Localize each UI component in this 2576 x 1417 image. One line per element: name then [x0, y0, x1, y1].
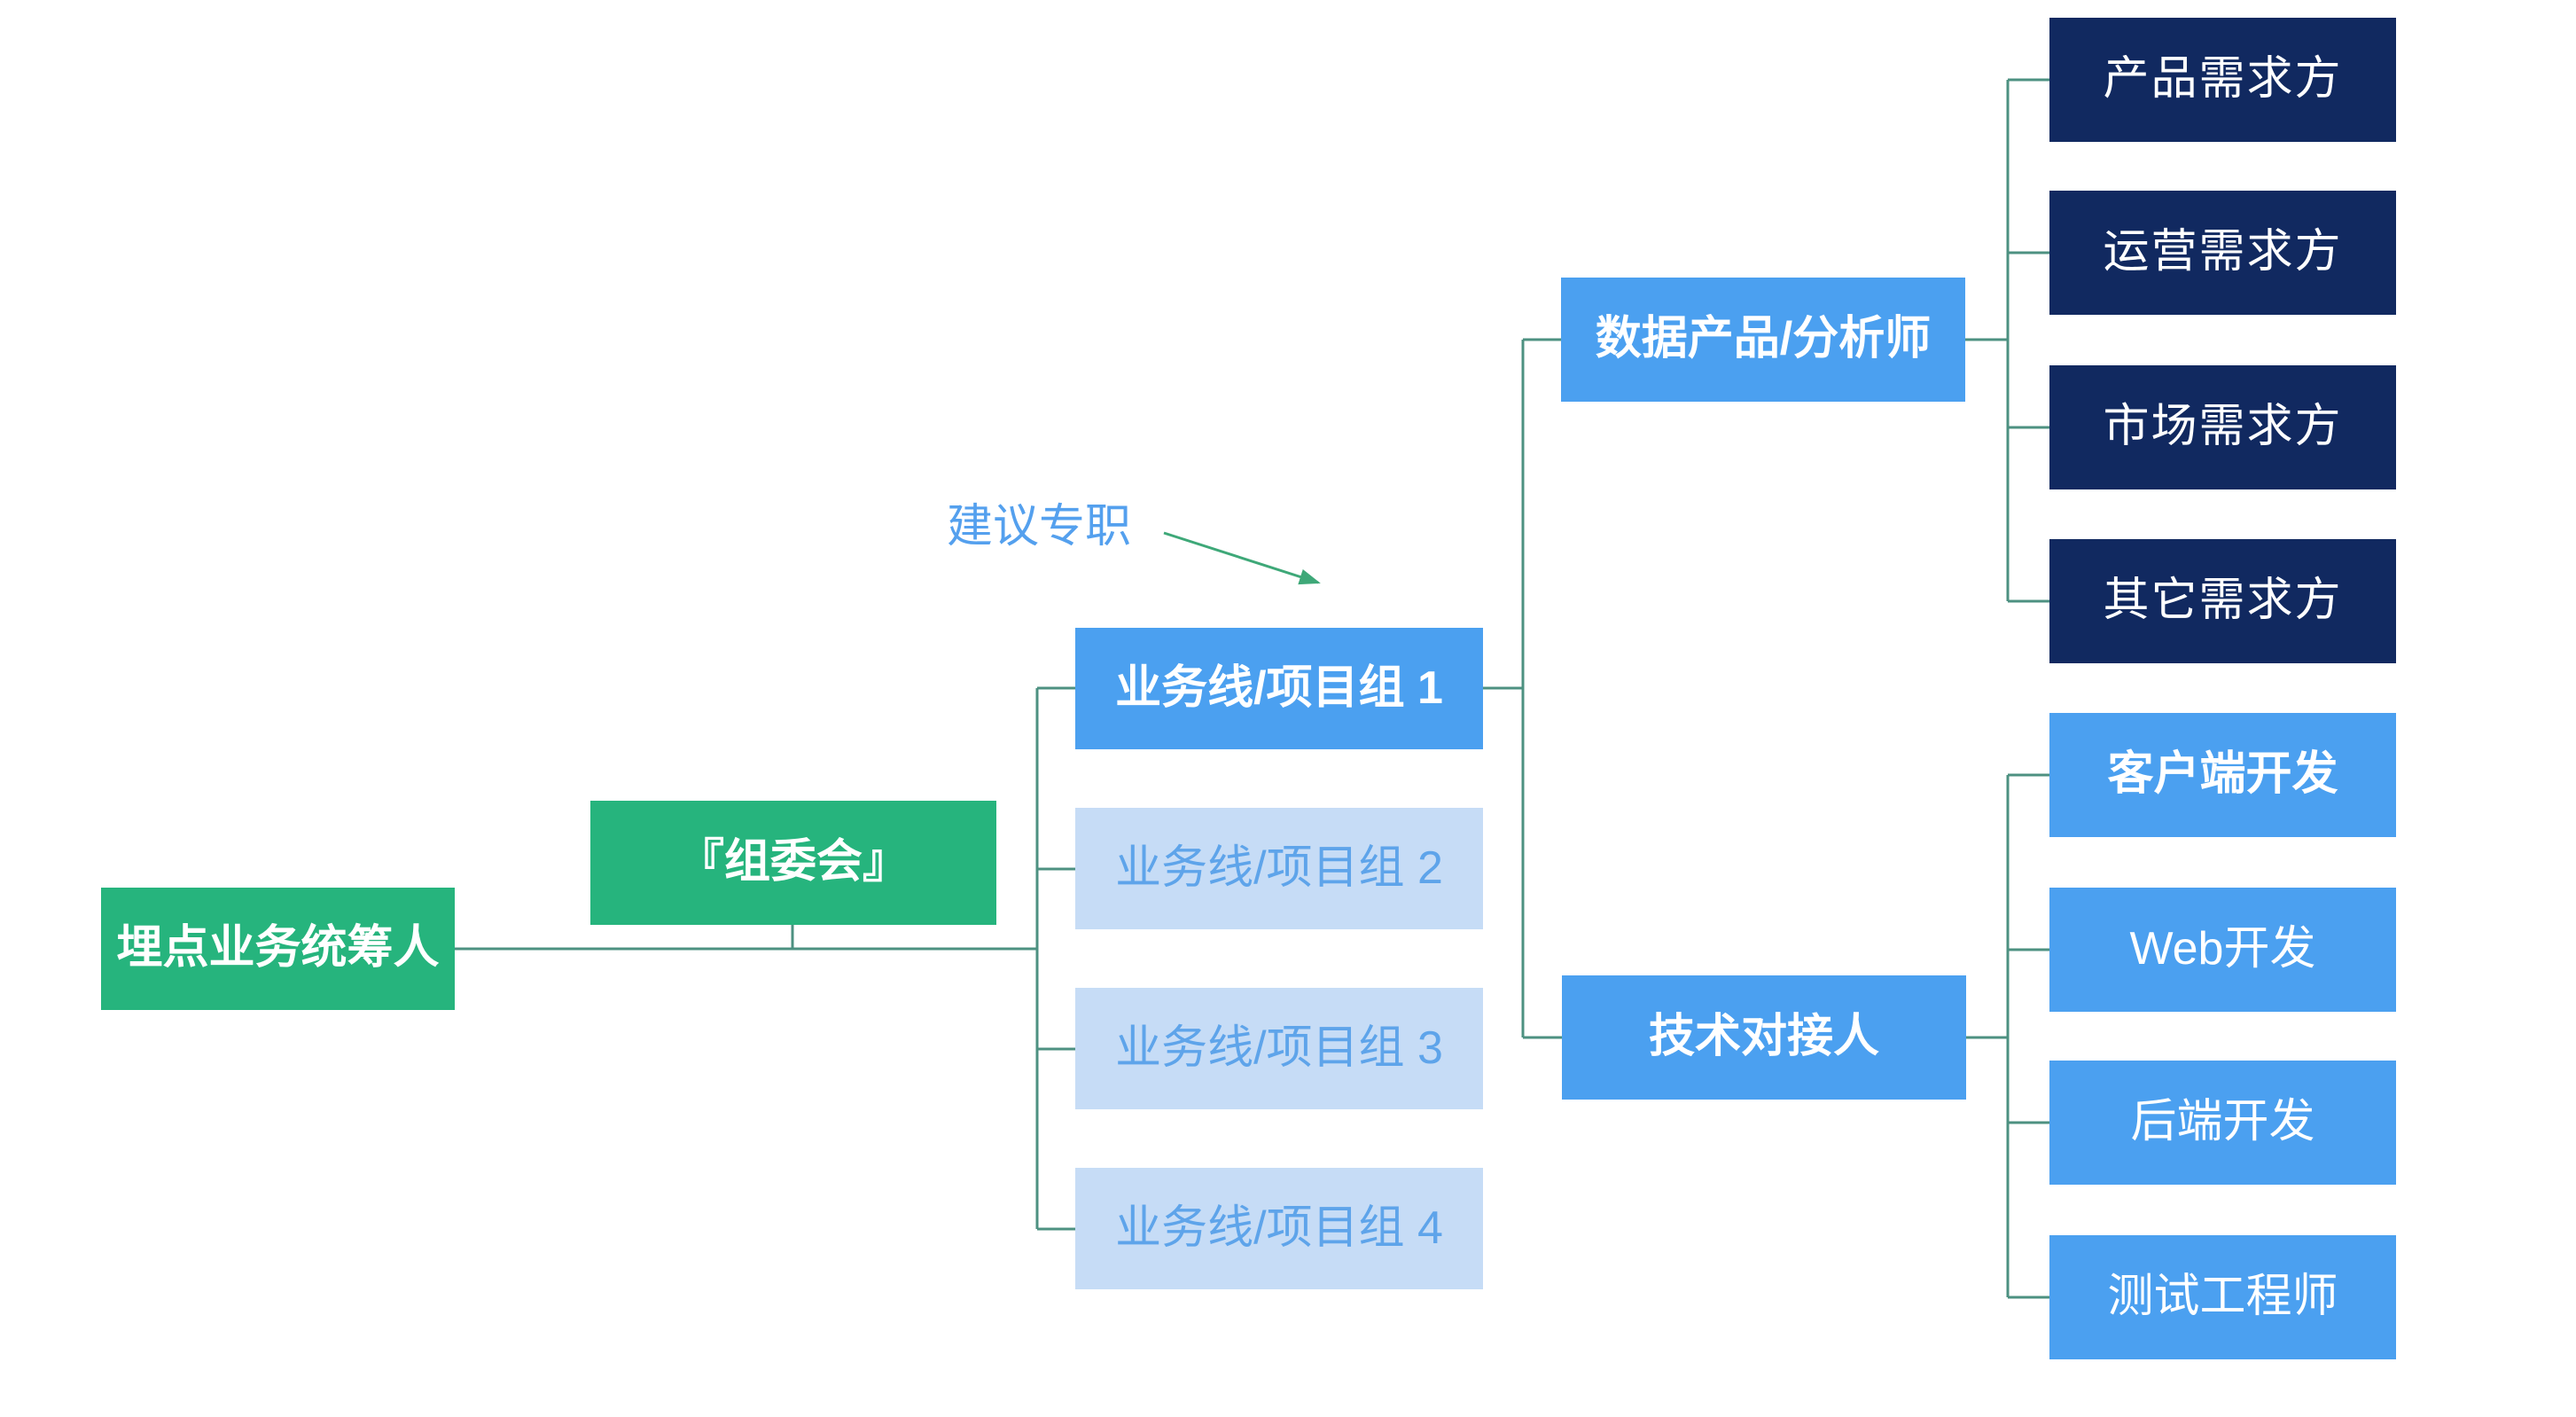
node-dev-web: Web开发 [2049, 888, 2396, 1012]
node-data-product-analyst: 数据产品/分析师 [1561, 278, 1965, 402]
node-tech-contact: 技术对接人 [1562, 975, 1966, 1100]
node-business-line-3: 业务线/项目组 3 [1075, 988, 1483, 1109]
node-tracking-coordinator: 埋点业务统筹人 [101, 888, 455, 1010]
node-business-line-2: 业务线/项目组 2 [1075, 808, 1483, 929]
node-demand-operations: 运营需求方 [2049, 191, 2396, 315]
node-business-line-4: 业务线/项目组 4 [1075, 1168, 1483, 1289]
annotation-suggest-fulltime: 建议专职 [947, 501, 1132, 552]
node-dev-backend: 后端开发 [2049, 1061, 2396, 1185]
node-dev-client: 客户端开发 [2049, 713, 2396, 837]
node-demand-marketing: 市场需求方 [2049, 365, 2396, 489]
node-committee: 『组委会』 [590, 801, 996, 925]
node-dev-test-engineer: 测试工程师 [2049, 1235, 2396, 1359]
annotation-arrow [1163, 531, 1321, 585]
node-business-line-1: 业务线/项目组 1 [1075, 628, 1483, 749]
node-demand-product: 产品需求方 [2049, 18, 2396, 142]
node-demand-other: 其它需求方 [2049, 539, 2396, 663]
